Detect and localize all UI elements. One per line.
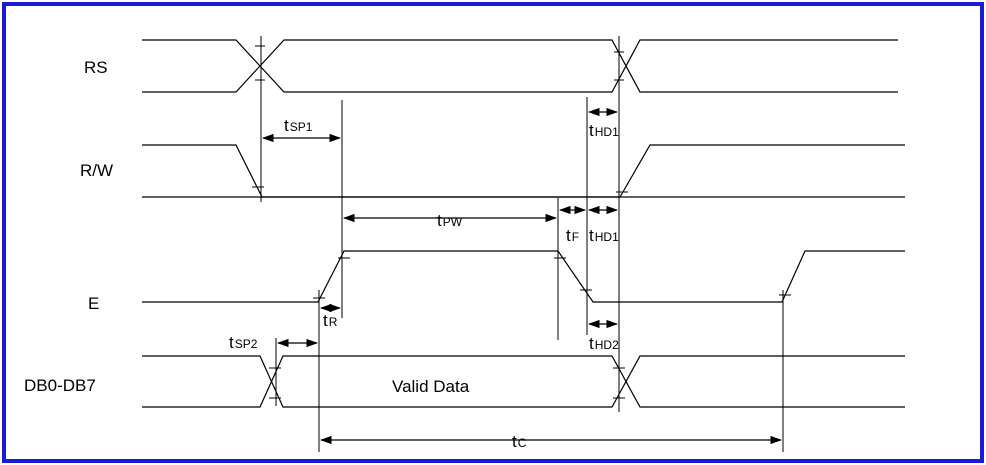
signal-label-e: E bbox=[88, 294, 99, 313]
label-tsp2: tSP2 bbox=[229, 333, 258, 352]
valid-data-label: Valid Data bbox=[392, 377, 470, 396]
label-tc: tC bbox=[512, 432, 527, 451]
label-tf: tF bbox=[566, 226, 579, 245]
rw-waveform bbox=[142, 144, 905, 198]
rs-waveform bbox=[142, 39, 898, 93]
label-thd1-mid: tHD1 bbox=[589, 226, 619, 245]
signal-label-rw: R/W bbox=[80, 161, 113, 180]
timing-arrows bbox=[261, 107, 783, 445]
label-thd1-top: tHD1 bbox=[589, 121, 619, 140]
parameter-labels: tSP1 tHD1 tPW tF tHD1 tR tSP2 tHD2 tC bbox=[229, 116, 619, 451]
e-waveform bbox=[142, 250, 905, 303]
guide-lines bbox=[260, 36, 784, 452]
db-waveform: Valid Data bbox=[142, 355, 905, 408]
signal-label-db: DB0-DB7 bbox=[24, 376, 96, 395]
signal-label-rs: RS bbox=[84, 58, 108, 77]
label-tsp1: tSP1 bbox=[284, 116, 313, 135]
label-tpw: tPW bbox=[437, 211, 463, 230]
label-tr: tR bbox=[323, 311, 338, 330]
label-thd2: tHD2 bbox=[589, 334, 619, 353]
